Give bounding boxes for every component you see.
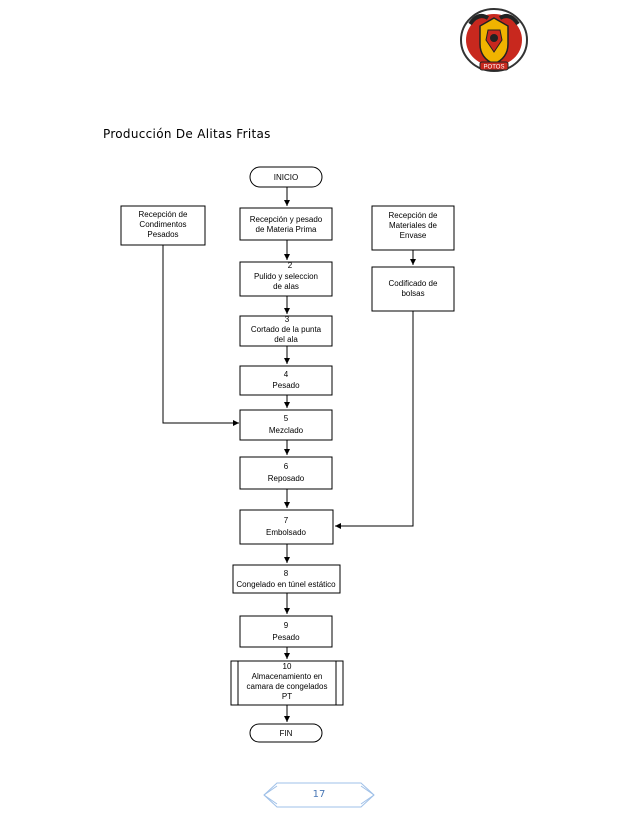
step-7-box: 7 Embolsado (239, 509, 334, 545)
step-10-line-3: PT (282, 692, 292, 701)
step-9-number: 9 (284, 621, 289, 630)
start-label: INICIO (274, 173, 298, 182)
step-1-box: Recepción y pesado de Materia Prima (239, 207, 333, 241)
step-3-number: 3 (285, 315, 290, 324)
codificado-line-2: bolsas (401, 289, 424, 298)
step-4-number: 4 (284, 370, 289, 379)
page-number: 17 (312, 789, 326, 800)
step-3-line-2: del ala (274, 335, 298, 344)
step-5-box: 5 Mezclado (239, 409, 333, 441)
envase-box: Recepción de Materiales de Envase (371, 205, 455, 251)
page-number-badge: 17 (263, 782, 375, 808)
step-7-line-1: Embolsado (266, 528, 307, 537)
envase-line-2: Materiales de (389, 221, 438, 230)
flow-connectors (162, 187, 416, 722)
step-2-line-1: Pulido y seleccion (254, 272, 318, 281)
step-2-number-label: 2 (288, 261, 293, 270)
school-logo: POTOS (458, 4, 530, 76)
step-3-box: 3 Cortado de la punta del ala (239, 315, 333, 347)
condimentos-line-2: Condimentos (139, 220, 186, 229)
step-8-box: 8 Congelado en túnel estático (232, 564, 341, 594)
envase-line-3: Envase (400, 231, 427, 240)
step-8-line-1: Congelado en túnel estático (236, 580, 336, 589)
page-title: Producción De Alitas Fritas (103, 127, 271, 141)
step-6-line-1: Reposado (268, 474, 305, 483)
step-7-number: 7 (284, 516, 289, 525)
condimentos-line-1: Recepción de (139, 210, 188, 219)
end-label: FIN (280, 729, 293, 738)
step-10-number: 10 (283, 662, 292, 671)
step-5-line-1: Mezclado (269, 426, 304, 435)
start-terminal: INICIO (249, 166, 323, 188)
condimentos-box: Recepción de Condimentos Pesados (120, 205, 206, 246)
logo-text: POTOS (484, 65, 505, 71)
step-9-box: 9 Pesado (239, 615, 333, 648)
step-10-line-2: camara de congelados (247, 682, 328, 691)
step-10-line-1: Almacenamiento en (252, 672, 323, 681)
condimentos-line-3: Pesados (147, 230, 178, 239)
codificado-box: Codificado de bolsas (371, 266, 455, 312)
step-2-line-2: de alas (273, 282, 299, 291)
step-4-line-1: Pesado (272, 381, 300, 390)
step-8-number: 8 (284, 569, 289, 578)
step-9-line-1: Pesado (272, 633, 300, 642)
envase-line-1: Recepción de (389, 211, 438, 220)
end-terminal: FIN (249, 723, 323, 743)
step-6-number: 6 (284, 462, 289, 471)
step-1-line-1: Recepción y pesado (250, 215, 323, 224)
step-1-line-2: de Materia Prima (256, 225, 317, 234)
step-4-box: 4 Pesado (239, 365, 333, 396)
step-6-box: 6 Reposado (239, 456, 333, 490)
step-3-line-1: Cortado de la punta (251, 325, 322, 334)
step-2-box: 2 Pulido y seleccion de alas (239, 261, 333, 297)
step-10-box: 10 Almacenamiento en camara de congelado… (230, 660, 344, 706)
step-5-number: 5 (284, 414, 289, 423)
codificado-line-1: Codificado de (389, 279, 438, 288)
